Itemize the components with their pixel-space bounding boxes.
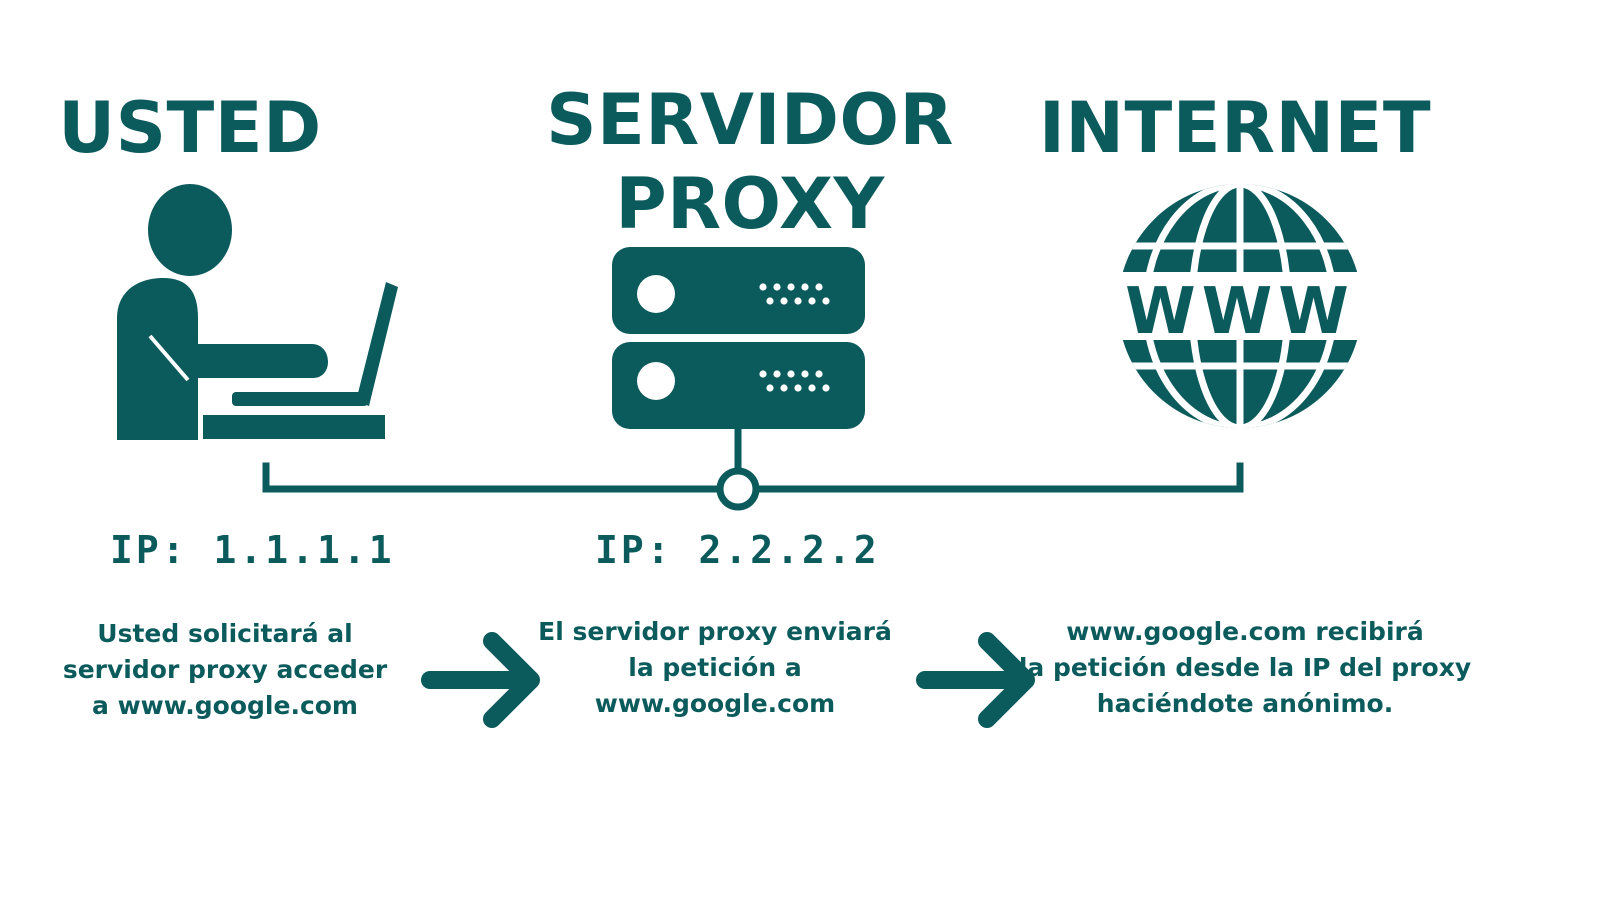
description-line: www.google.com recibirá (1066, 617, 1424, 646)
title-proxy-line-2: PROXY (615, 163, 885, 245)
description-line: a www.google.com (92, 691, 358, 720)
description-line: Usted solicitará al (97, 619, 353, 648)
description-proxy: El servidor proxy enviará la petición a … (530, 614, 900, 722)
description-internet: www.google.com recibirá la petición desd… (1010, 614, 1480, 722)
www-globe-icon: WWW (1100, 184, 1380, 428)
title-servidor-proxy: SERVIDOR PROXY (500, 78, 1000, 246)
connector-node (716, 467, 760, 511)
description-line: haciéndote anónimo. (1096, 689, 1394, 718)
title-proxy-line-1: SERVIDOR (546, 79, 954, 161)
arrow-right-icon (916, 632, 1035, 728)
arm-outline (148, 334, 190, 382)
ip-proxy: IP: 2.2.2.2 (595, 528, 880, 572)
description-line: servidor proxy acceder (62, 655, 388, 684)
ip-usted: IP: 1.1.1.1 (110, 528, 395, 572)
description-line: la petición desde la IP del proxy (1018, 653, 1472, 682)
description-usted: Usted solicitará al servidor proxy acced… (45, 616, 405, 724)
description-line: El servidor proxy enviará (538, 617, 892, 646)
description-line: www.google.com (594, 689, 836, 718)
person-with-laptop-icon (117, 184, 398, 440)
arrow-right-icon (421, 632, 540, 728)
server-indicator-dots (759, 283, 830, 305)
title-internet: INTERNET (1038, 87, 1432, 169)
server-indicator-dots (759, 370, 830, 392)
title-usted: USTED (58, 87, 322, 169)
globe-www-text: WWW (1125, 275, 1355, 349)
description-line: la petición a (628, 653, 802, 682)
server-rack-icon (612, 247, 865, 429)
